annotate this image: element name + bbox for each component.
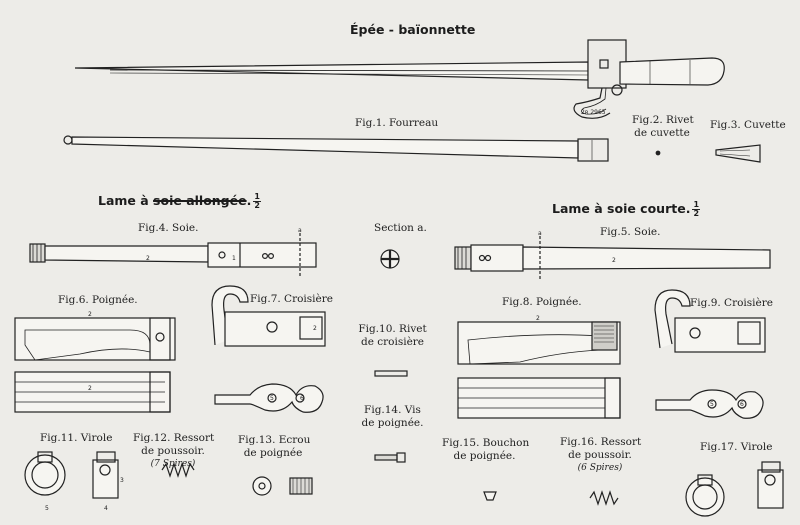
marker-4: 4 (104, 505, 108, 512)
marker-3: 3 (120, 477, 124, 484)
section-a-label: Section a. (374, 222, 427, 234)
cuvette-drawing (715, 144, 761, 163)
marker-2-cross: 2 (313, 325, 317, 332)
fig6-label: Fig.6. Poignée. (58, 294, 138, 306)
fig12-note: (7 Spires) (150, 459, 196, 469)
fig8-label: Fig.8. Poignée. (502, 296, 582, 308)
fig3-label: Fig.3. Cuvette (710, 119, 786, 131)
fig9-label: Fig.9. Croisière (690, 297, 773, 309)
marker-5-ferrule: 5 (45, 505, 49, 512)
tang-short-drawing (454, 236, 771, 281)
ferrule-long-drawing (24, 451, 119, 499)
stamp-number: 2ʀ 2965 (581, 109, 606, 116)
fig10-label-line1: Fig.10. Rivet (358, 323, 427, 335)
scale-num-left: 1 (253, 192, 261, 202)
section-title-long-struck: soie allongée (153, 193, 247, 208)
tang-long-drawing (29, 233, 317, 278)
marker-6-right: 6 (740, 401, 744, 408)
fig15-label-line2: de poignée. (453, 450, 516, 462)
marker-1: 1 (232, 255, 236, 262)
fig14-label-line1: Fig.14. Vis (364, 404, 421, 416)
scabbard-drawing (63, 135, 609, 162)
marker-2-right: 2 (612, 257, 616, 264)
fig16-label: Fig.16. Ressort de poussoir. (6 Spires) (560, 436, 642, 475)
marker-a-left: a (298, 227, 302, 234)
spring-long-drawing (161, 462, 195, 478)
fig14-label-line2: de poignée. (361, 417, 424, 429)
fig1-label: Fig.1. Fourreau (355, 117, 439, 129)
scale-den-right: 2 (693, 209, 700, 218)
fig12-label: Fig.12. Ressort de poussoir. (7 Spires) (133, 432, 215, 471)
crossguard-short-drawing (654, 289, 766, 419)
section-title-long-suffix: . (246, 193, 252, 208)
marker-2-grip-b: 2 (88, 385, 92, 392)
marker-a-right: a (538, 230, 542, 237)
cuvette-rivet-drawing (655, 150, 661, 156)
grip-nut-drawing (252, 476, 313, 496)
fig14-label: Fig.14. Vis de poignée. (355, 404, 430, 430)
grip-long-drawing (14, 317, 176, 413)
dimension-numbers: 2 1 a a 2 2 2 5 6 2 2 5 6 3 5 4 2ʀ 2965 (45, 109, 744, 512)
fig16-label-line1: Fig.16. Ressort (560, 436, 642, 448)
scale-den-left: 2 (254, 201, 260, 210)
grip-screw-drawing (374, 452, 406, 463)
fig7-label: Fig.7. Croisière (250, 293, 333, 305)
section-title-short-text: Lame à soie courte. (552, 201, 691, 216)
grip-short-drawing (457, 321, 621, 419)
fig12-label-line1: Fig.12. Ressort (133, 432, 215, 444)
fig16-label-line2: de poussoir. (568, 449, 632, 461)
fig4-label: Fig.4. Soie. (138, 222, 199, 234)
section-title-long-prefix: Lame à (98, 193, 154, 208)
fig10-label: Fig.10. Rivet de croisière (355, 323, 430, 349)
fig16-note: (6 Spires) (577, 463, 623, 473)
marker-5: 5 (270, 395, 274, 402)
fig13-label-line1: Fig.13. Ecrou (238, 434, 311, 446)
marker-5-right: 5 (710, 401, 714, 408)
bayonet-drawing (74, 39, 725, 119)
crossguard-rivet-drawing (374, 370, 408, 377)
fig13-label: Fig.13. Ecrou de poignée (238, 434, 311, 460)
ferrule-short-drawing (685, 461, 784, 517)
fig5-label: Fig.5. Soie. (600, 226, 661, 238)
section-a-drawing (380, 249, 400, 269)
fig10-label-line2: de croisière (360, 336, 425, 348)
plate-title: Épée - baïonnette (350, 22, 476, 37)
fig11-label: Fig.11. Virole (40, 432, 113, 444)
grip-plug-drawing (483, 491, 497, 501)
fig15-label: Fig.15. Bouchon de poignée. (442, 437, 530, 463)
fig12-label-line2: de poussoir. (141, 445, 205, 457)
fig2-label-line2: de cuvette (634, 127, 690, 139)
fig17-label: Fig.17. Virole (700, 441, 773, 453)
crossguard-long-drawing (211, 285, 326, 413)
scale-num-right: 1 (692, 200, 701, 210)
spring-short-drawing (589, 490, 619, 506)
marker-6: 6 (300, 395, 304, 402)
fig15-label-line1: Fig.15. Bouchon (442, 437, 530, 449)
fig2-label-line1: Fig.2. Rivet (632, 114, 694, 126)
marker-2: 2 (146, 255, 150, 262)
fig13-label-line2: de poignée (243, 447, 303, 459)
marker-2-grip: 2 (88, 311, 92, 318)
fig2-label: Fig.2. Rivet de cuvette (632, 114, 694, 140)
marker-2-grip-short: 2 (536, 315, 540, 322)
